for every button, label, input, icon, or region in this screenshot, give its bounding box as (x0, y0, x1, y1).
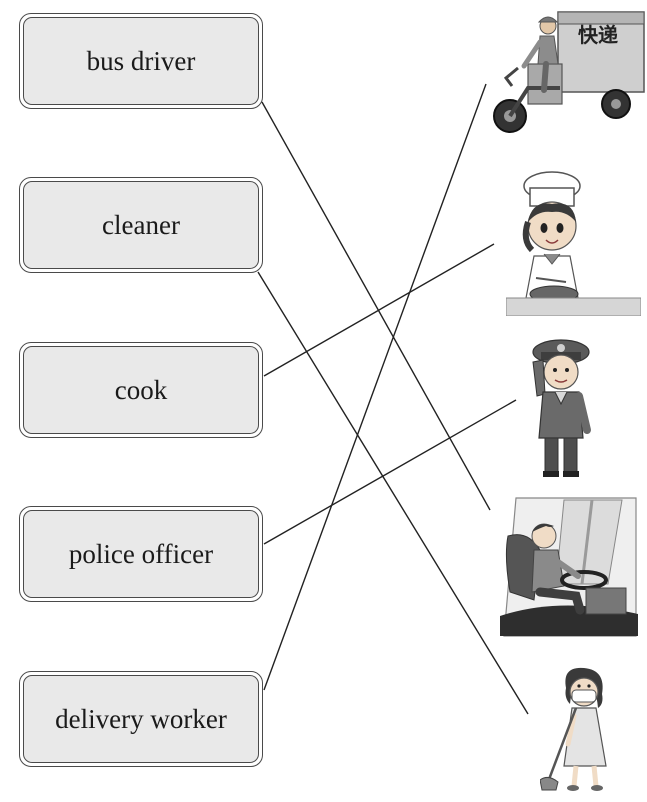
match-line-cook (264, 244, 494, 376)
match-line-bus-driver (262, 102, 490, 510)
match-line-delivery-worker (264, 84, 486, 690)
match-line-police-officer (264, 400, 516, 544)
